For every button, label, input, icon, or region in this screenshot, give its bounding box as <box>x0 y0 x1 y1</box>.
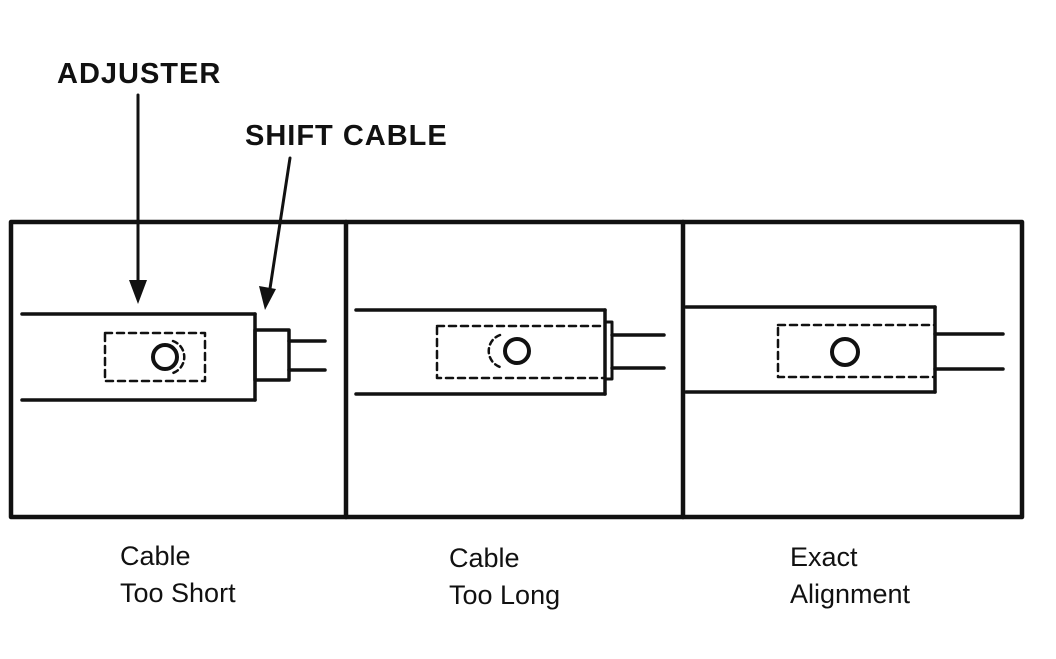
panel-exact-alignment <box>684 305 1005 394</box>
caption-cable-too-long: Cable Too Long <box>449 540 560 614</box>
panel-cable-too-short <box>20 312 327 402</box>
adjuster-slot <box>103 331 207 383</box>
adjuster-slot <box>776 323 937 379</box>
pin-hole <box>151 343 179 371</box>
pin-hole <box>830 337 860 367</box>
shift-cable-arrow-shaft <box>267 156 292 297</box>
caption-line-1: Exact <box>790 542 858 572</box>
adjuster-callout-label: ADJUSTER <box>57 58 222 90</box>
shift-cable-arrow-head <box>259 286 276 310</box>
caption-line-1: Cable <box>120 541 191 571</box>
caption-line-2: Too Short <box>120 578 236 608</box>
caption-cable-too-short: Cable Too Short <box>120 538 236 612</box>
panel-cable-too-long <box>354 308 666 396</box>
pin-hole-offset <box>171 339 186 375</box>
caption-line-1: Cable <box>449 543 520 573</box>
adjuster-slot <box>435 324 607 380</box>
caption-line-2: Too Long <box>449 580 561 610</box>
caption-exact-alignment: Exact Alignment <box>790 539 910 613</box>
shift-cable-callout-label: SHIFT CABLE <box>245 120 448 152</box>
adjuster-arrow-head <box>129 280 147 304</box>
panels-frame <box>8 219 1025 520</box>
pin-hole <box>503 337 531 365</box>
shift-cable-end <box>603 320 614 381</box>
pin-hole-offset <box>487 333 502 369</box>
shift-cable-end <box>253 328 291 382</box>
caption-line-2: Alignment <box>790 579 911 609</box>
